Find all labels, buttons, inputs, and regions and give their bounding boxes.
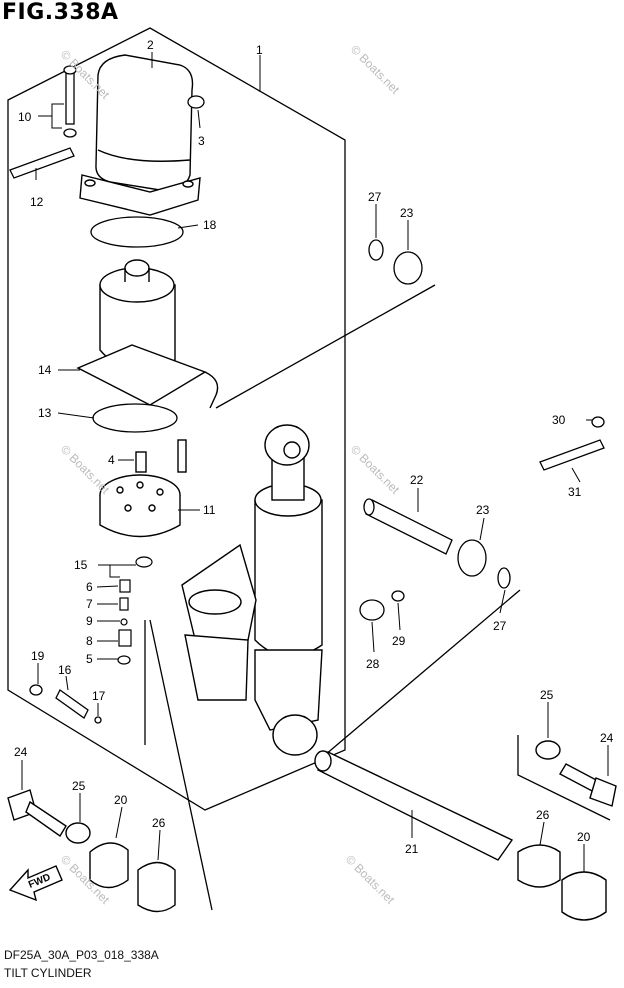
callout-25-right: 25 <box>540 688 554 702</box>
callout-15: 15 <box>74 558 88 572</box>
callout-18: 18 <box>203 218 217 232</box>
figure-title: FIG.338A <box>2 0 119 25</box>
lower-right-hardware <box>517 740 617 921</box>
pump-body <box>99 439 187 538</box>
callout-19: 19 <box>31 649 45 663</box>
leader-line <box>215 284 436 409</box>
pin-and-bushings <box>359 239 511 621</box>
leader-line <box>149 619 213 911</box>
callout-24-left: 24 <box>14 745 28 759</box>
callout-9: 9 <box>86 614 93 628</box>
lower-left-hardware <box>7 789 176 913</box>
callout-20-left: 20 <box>114 793 128 807</box>
callout-20-right: 20 <box>577 830 591 844</box>
fwd-arrow-icon: FWD <box>8 865 63 902</box>
figure-code: DF25A_30A_P03_018_338A <box>4 948 159 962</box>
manual-valve <box>29 684 102 724</box>
assembly-boundary <box>7 27 346 811</box>
callout-30: 30 <box>552 413 566 427</box>
callout-22: 22 <box>410 473 424 487</box>
callout-27-upper: 27 <box>368 190 382 204</box>
callout-8: 8 <box>86 634 93 648</box>
callout-16: 16 <box>58 663 72 677</box>
callout-27-lower: 27 <box>493 619 507 633</box>
callout-4: 4 <box>108 453 115 467</box>
figure-caption: TILT CYLINDER <box>4 966 92 980</box>
seal-ring-18 <box>90 216 184 248</box>
o-ring-13 <box>92 403 178 433</box>
callout-6: 6 <box>86 580 93 594</box>
callout-10: 10 <box>18 110 32 124</box>
cable-clamp <box>539 416 605 471</box>
callout-25-left: 25 <box>72 779 86 793</box>
callout-28: 28 <box>366 657 380 671</box>
callout-3: 3 <box>198 134 205 148</box>
callout-12: 12 <box>30 195 44 209</box>
tilt-shaft <box>314 750 514 861</box>
callout-26-right: 26 <box>536 808 550 822</box>
callout-11: 11 <box>203 503 216 517</box>
callout-26-left: 26 <box>152 816 166 830</box>
callout-23-upper: 23 <box>400 206 414 220</box>
callout-31: 31 <box>568 485 582 499</box>
callout-7: 7 <box>86 597 93 611</box>
callout-29: 29 <box>392 634 406 648</box>
valve-parts <box>117 556 153 665</box>
callout-1: 1 <box>256 43 263 57</box>
trim-motor <box>76 259 219 409</box>
callout-leaders <box>21 52 609 872</box>
callout-5: 5 <box>86 652 93 666</box>
watermark-text: © Boats.net <box>348 42 403 97</box>
bracket-line <box>517 735 611 821</box>
callout-13: 13 <box>38 406 52 420</box>
callout-14: 14 <box>38 363 52 377</box>
leader-line <box>324 589 521 756</box>
tilt-cylinder <box>181 424 323 756</box>
callout-numbers: 2 1 3 10 12 18 14 13 4 11 15 6 7 9 8 5 1… <box>14 38 614 856</box>
callout-24-right: 24 <box>600 731 614 745</box>
callout-2: 2 <box>147 38 154 52</box>
small-hardware <box>9 65 205 179</box>
callout-17: 17 <box>92 689 106 703</box>
motor-cover <box>79 54 201 216</box>
callout-21: 21 <box>405 842 419 856</box>
watermark-text: © Boats.net <box>58 442 113 497</box>
watermark-text: © Boats.net <box>343 852 398 907</box>
watermark-text: © Boats.net <box>348 442 403 497</box>
callout-23-lower: 23 <box>476 503 490 517</box>
